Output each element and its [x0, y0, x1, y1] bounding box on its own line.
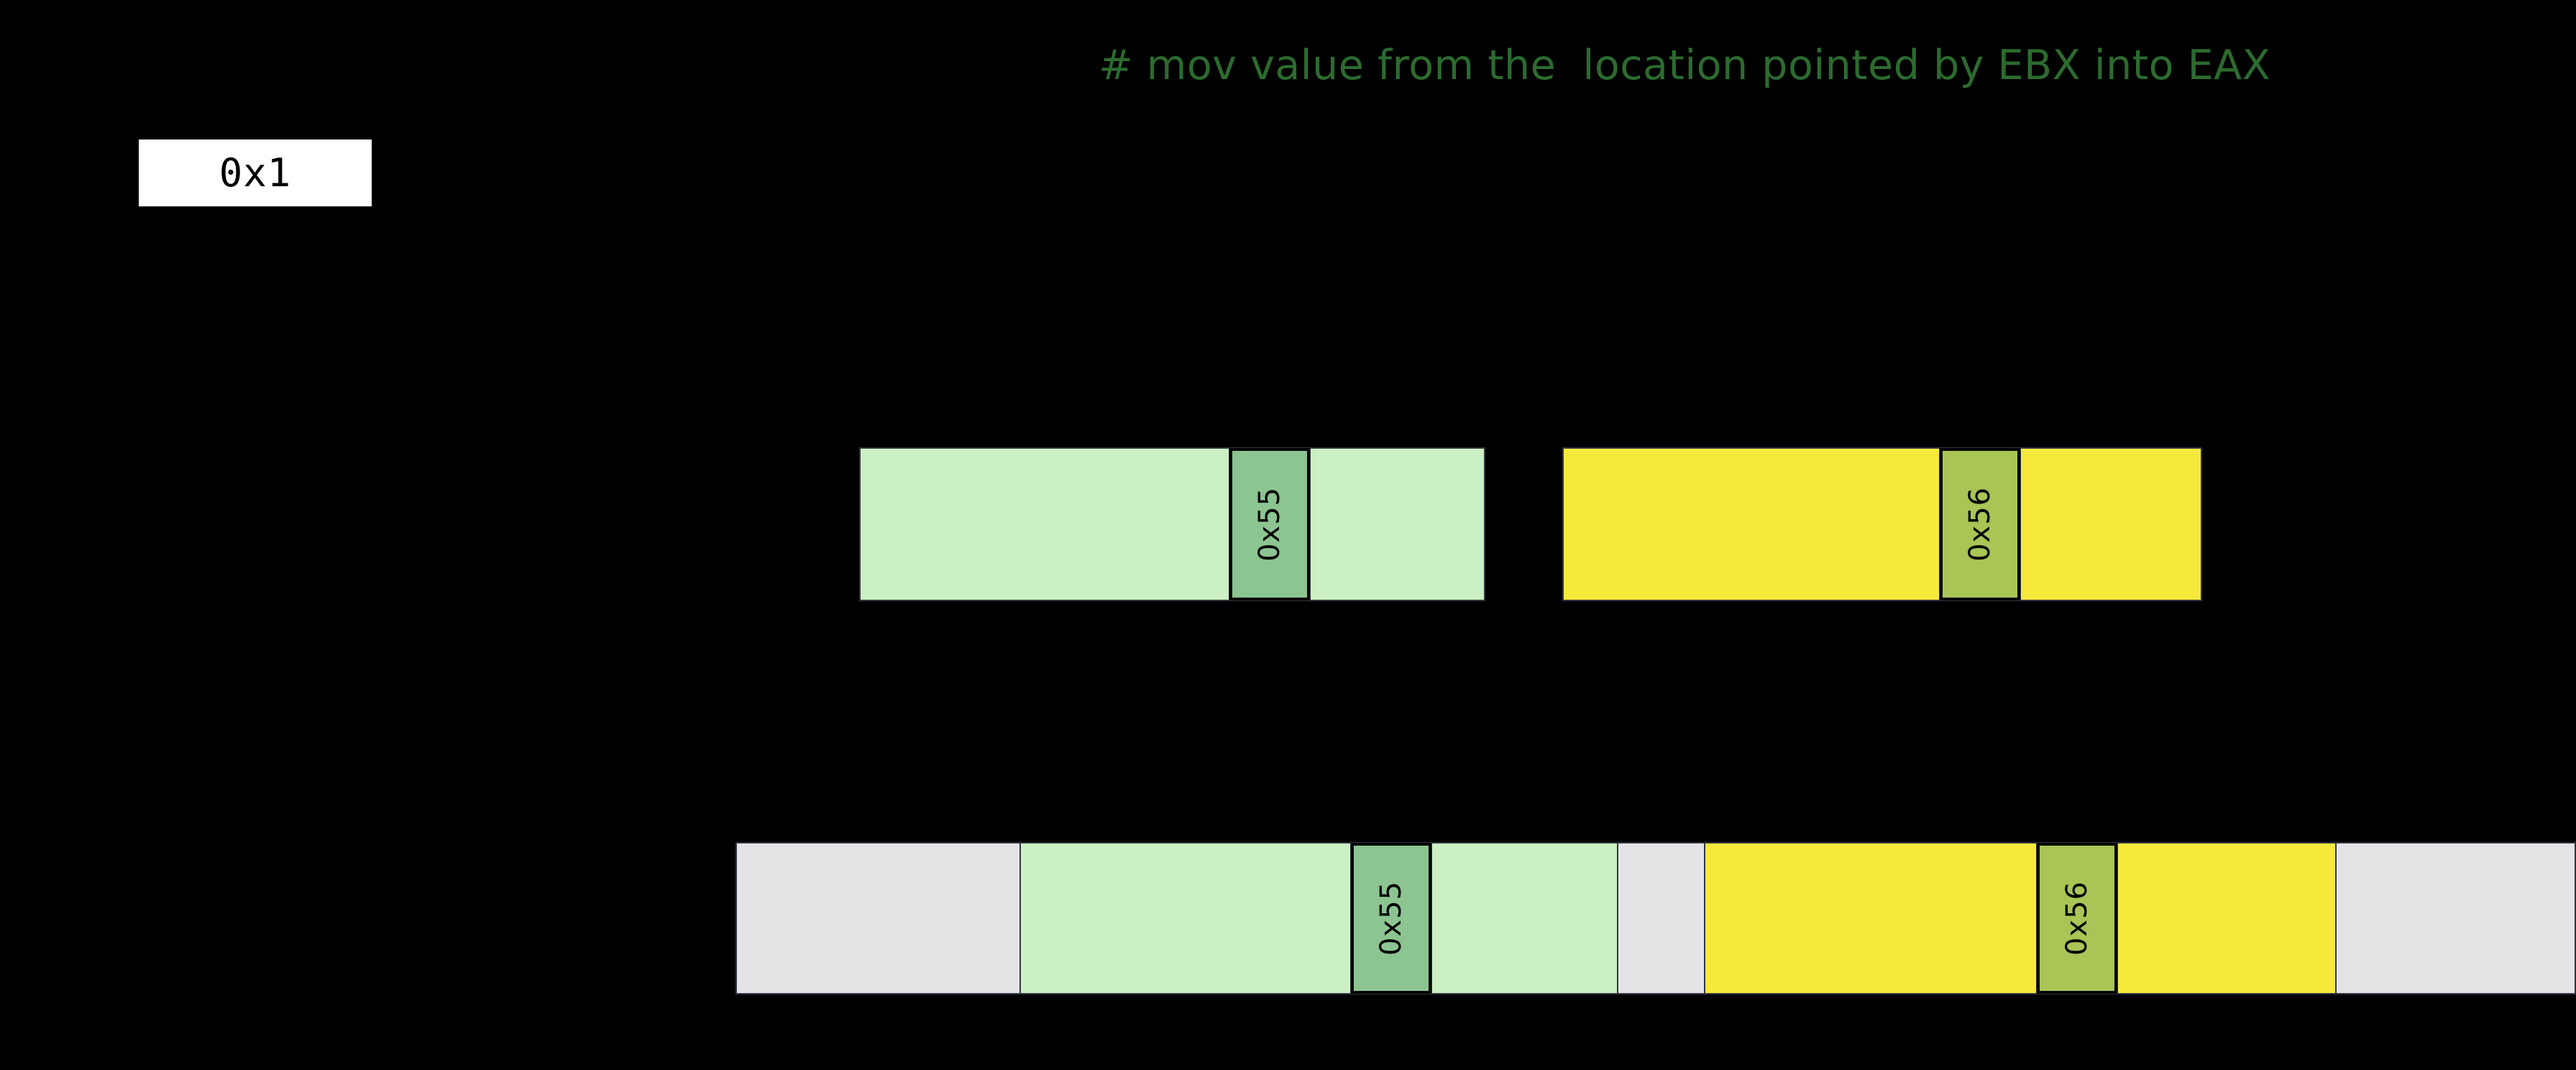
- memory-layout-bar: 0x55 0x56: [735, 842, 2576, 994]
- memory-segment-green-1: [1020, 843, 1352, 994]
- memory-segment-green-3: [1431, 843, 1618, 994]
- memory-segment-gray-4: [1617, 843, 1705, 994]
- memory-address-marker-0x56: 0x56: [1939, 448, 2020, 600]
- memory-address-marker-0x55: 0x55: [1229, 448, 1310, 600]
- memory-segment-green-0: [860, 448, 1229, 600]
- register-value-box: 0x1: [139, 140, 372, 206]
- memory-address-marker-0x55: 0x55: [1351, 843, 1432, 994]
- eax-memory-block: 0x55: [859, 447, 1485, 601]
- memory-address-marker-0x56: 0x56: [2036, 843, 2117, 994]
- assembly-comment-text: # mov value from the location pointed by…: [1099, 42, 2271, 89]
- memory-address-label: 0x56: [1963, 486, 1997, 562]
- memory-segment-gray-8: [2336, 843, 2575, 994]
- memory-segment-yellow-0: [1563, 448, 1940, 600]
- memory-address-label: 0x55: [1375, 880, 1408, 956]
- memory-segment-gray-0: [736, 843, 1021, 994]
- memory-segment-yellow-7: [2117, 843, 2337, 994]
- memory-segment-green-2: [1309, 448, 1485, 600]
- memory-segment-yellow-5: [1704, 843, 2037, 994]
- memory-segment-yellow-2: [2020, 448, 2201, 600]
- memory-address-label: 0x56: [2060, 880, 2094, 956]
- ebx-memory-block: 0x56: [1562, 447, 2202, 601]
- register-value-label: 0x1: [219, 150, 292, 196]
- memory-address-label: 0x55: [1252, 486, 1286, 562]
